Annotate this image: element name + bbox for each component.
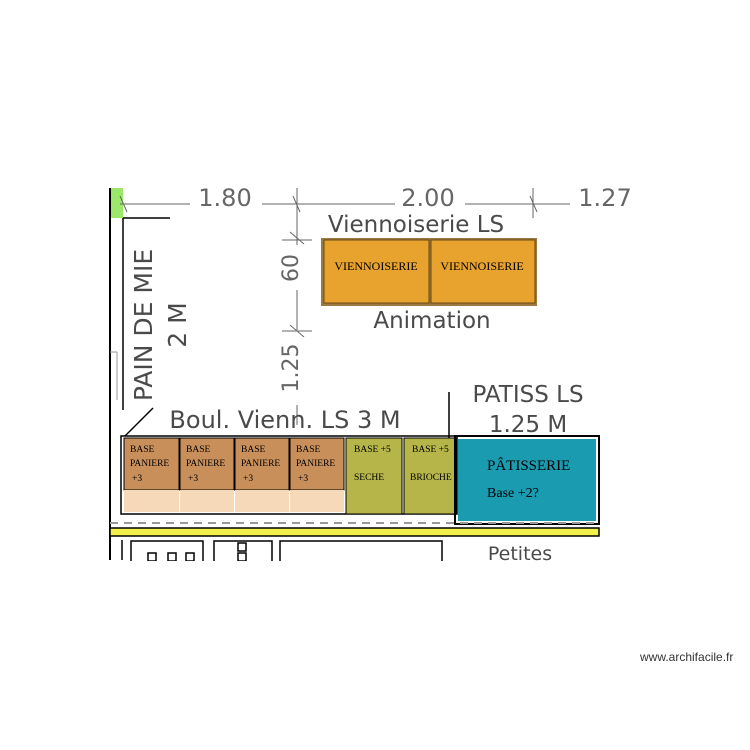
patiss-size-label: 1.25 M bbox=[489, 412, 567, 438]
patisserie-sub: Base +2? bbox=[487, 486, 539, 501]
dim-vert-lower: 1.25 bbox=[279, 344, 304, 393]
patisserie-module[interactable] bbox=[458, 439, 596, 521]
base-module-0[interactable]: BASE PANIERE +3 bbox=[123, 437, 180, 512]
base-module-4[interactable]: BASE +5 SECHE bbox=[345, 437, 403, 515]
pain-de-mie-size: 2 M bbox=[163, 302, 192, 347]
svg-text:+3: +3 bbox=[132, 474, 142, 484]
dim-top-left: 1.80 bbox=[198, 184, 251, 212]
svg-text:+3: +3 bbox=[243, 474, 253, 484]
base-module-2[interactable]: BASE PANIERE +3 bbox=[234, 437, 290, 512]
svg-text:SECHE: SECHE bbox=[354, 473, 384, 483]
top-dimension-line bbox=[119, 188, 570, 218]
yellow-strip bbox=[109, 527, 600, 537]
svg-text:PANIERE: PANIERE bbox=[241, 459, 280, 469]
svg-text:BASE: BASE bbox=[186, 445, 210, 455]
watermark: www.archifacile.fr bbox=[640, 650, 734, 664]
svg-text:PANIERE: PANIERE bbox=[130, 459, 169, 469]
viennoiserie-module-label: VIENNOISERIE bbox=[334, 259, 417, 273]
petites-label: Petites bbox=[488, 543, 552, 565]
dim-top-mid: 2.00 bbox=[401, 184, 454, 212]
patisserie-title: PÂTISSERIE bbox=[487, 457, 570, 474]
svg-text:+3: +3 bbox=[188, 474, 198, 484]
base-module-1[interactable]: BASE PANIERE +3 bbox=[179, 437, 235, 512]
svg-text:BASE: BASE bbox=[241, 445, 265, 455]
boul-vienn-label: Boul. Vienn. LS 3 M bbox=[169, 406, 400, 434]
svg-text:+3: +3 bbox=[298, 474, 308, 484]
dim-top-right: 1.27 bbox=[578, 184, 631, 212]
viennoiserie-module[interactable] bbox=[430, 239, 536, 304]
viennoiserie-module[interactable] bbox=[323, 239, 430, 304]
green-zone-marker bbox=[110, 188, 123, 218]
base-module-3[interactable]: BASE PANIERE +3 bbox=[289, 437, 345, 512]
vertical-dimension-line bbox=[282, 218, 312, 425]
svg-text:BASE +5: BASE +5 bbox=[354, 445, 391, 455]
animation-label: Animation bbox=[373, 308, 490, 334]
patiss-ls-label: PATISS LS bbox=[472, 382, 583, 408]
svg-text:PANIERE: PANIERE bbox=[296, 459, 335, 469]
base-module-5[interactable]: BASE +5 BRIOCHE bbox=[403, 437, 457, 515]
viennoiserie-ls-label: Viennoiserie LS bbox=[328, 212, 504, 238]
viennoiserie-module-label: VIENNOISERIE bbox=[440, 259, 523, 273]
svg-text:BASE: BASE bbox=[130, 445, 154, 455]
svg-text:BASE: BASE bbox=[296, 445, 320, 455]
dim-vert-upper: 60 bbox=[279, 254, 304, 282]
svg-text:PANIERE: PANIERE bbox=[186, 459, 225, 469]
svg-text:BRIOCHE: BRIOCHE bbox=[410, 473, 452, 483]
svg-text:BASE +5: BASE +5 bbox=[412, 445, 449, 455]
pain-de-mie-label: PAIN DE MIE bbox=[129, 249, 158, 401]
